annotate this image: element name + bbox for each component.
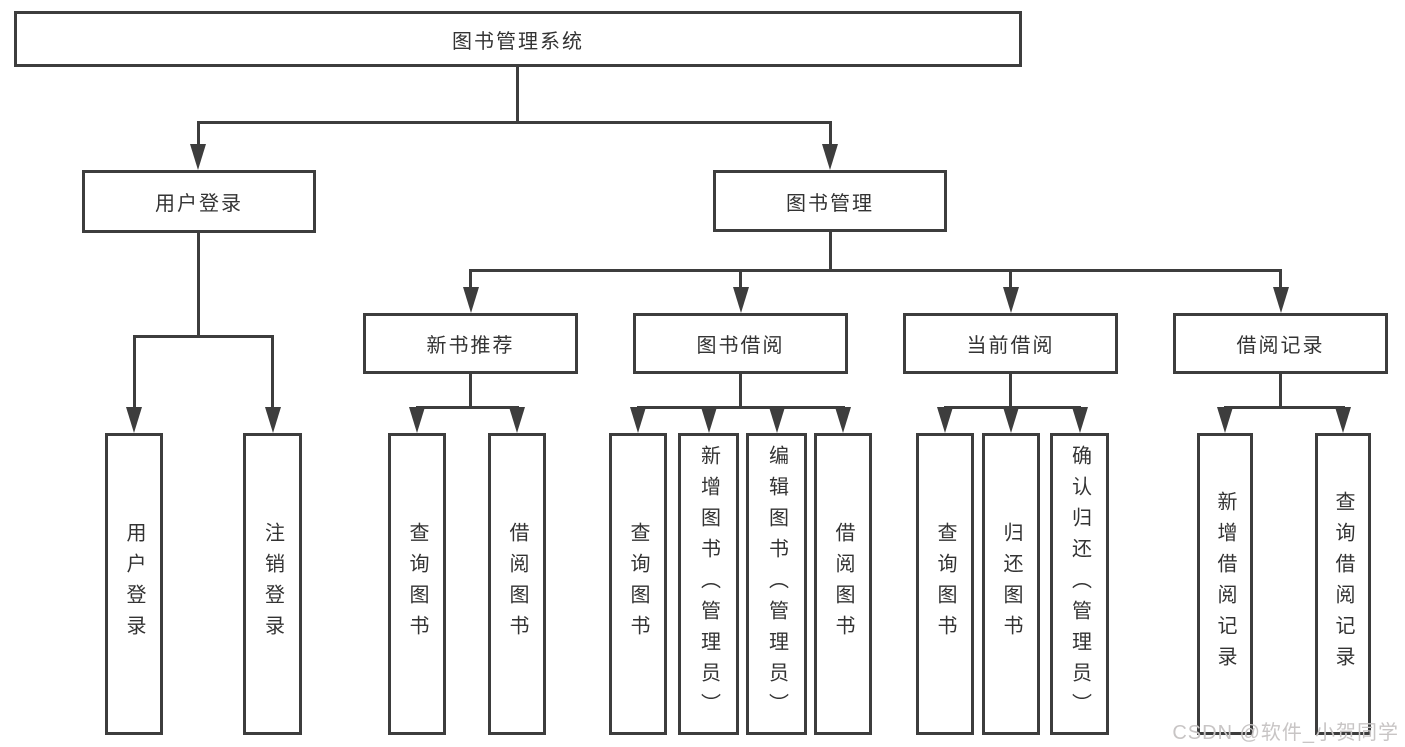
arrowhead-icon <box>700 407 717 433</box>
arrowhead-icon <box>1003 407 1019 433</box>
node-label: 借阅图书 <box>506 522 528 646</box>
node-label: 借阅记录 <box>1236 335 1325 357</box>
leaf-borrow-books-recommend: 借阅图书 <box>488 433 546 735</box>
connector-line <box>196 122 200 150</box>
leaf-return-books: 归还图书 <box>982 433 1040 735</box>
connector-line <box>132 336 136 413</box>
connector-line <box>196 120 832 124</box>
node-borrowing-records: 借阅记录 <box>1173 313 1388 374</box>
node-label: 图书管理 <box>786 192 874 215</box>
connector-line <box>1009 270 1012 293</box>
node-label: 图书管理系统 <box>452 30 584 53</box>
node-label: 查询图书 <box>627 522 649 646</box>
node-label: 当前借阅 <box>966 335 1055 357</box>
leaf-add-books-admin: 新增图书（管理员） <box>678 433 739 735</box>
arrowhead-icon <box>822 144 838 170</box>
leaf-query-books-borrowing: 查询图书 <box>609 433 667 735</box>
node-label: 编辑图书（管理员） <box>765 444 788 724</box>
node-label: 新增图书（管理员） <box>697 444 720 724</box>
node-library-management-system: 图书管理系统 <box>14 11 1022 67</box>
arrowhead-icon <box>1272 287 1289 313</box>
node-book-borrowing: 图书借阅 <box>633 313 848 374</box>
node-user-login-branch: 用户登录 <box>82 170 316 233</box>
arrowhead-icon <box>509 407 525 433</box>
leaf-user-login: 用户登录 <box>105 433 163 735</box>
connector-line <box>469 374 472 409</box>
node-label: 归还图书 <box>1000 522 1022 646</box>
connector-line <box>271 336 274 413</box>
arrowhead-icon <box>264 407 281 433</box>
arrowhead-icon <box>190 144 206 170</box>
leaf-edit-books-admin: 编辑图书（管理员） <box>746 433 807 735</box>
connector-line <box>1279 374 1282 409</box>
arrowhead-icon <box>1002 287 1019 313</box>
arrowhead-icon <box>937 407 953 433</box>
arrowhead-icon <box>1335 407 1351 433</box>
node-label: 新书推荐 <box>426 335 515 357</box>
connector-line <box>415 405 519 409</box>
arrowhead-icon <box>835 407 851 433</box>
leaf-logout: 注销登录 <box>243 433 302 735</box>
arrowhead-icon <box>768 407 785 433</box>
leaf-confirm-return-admin: 确认归还（管理员） <box>1050 433 1109 735</box>
leaf-query-borrow-record: 查询借阅记录 <box>1315 433 1371 735</box>
node-new-book-recommendation: 新书推荐 <box>363 313 578 374</box>
node-label: 确认归还（管理员） <box>1068 444 1091 724</box>
connector-line <box>132 334 274 338</box>
connector-line <box>828 122 832 150</box>
arrowhead-icon <box>409 407 425 433</box>
connector-line <box>196 233 200 338</box>
node-label: 注销登录 <box>261 522 284 646</box>
connector-line <box>739 374 742 409</box>
connector-line <box>1279 270 1282 293</box>
connector-line <box>469 268 1282 272</box>
node-label: 查询图书 <box>406 522 428 646</box>
node-label: 图书借阅 <box>696 335 785 357</box>
arrowhead-icon <box>732 287 749 313</box>
node-book-management-branch: 图书管理 <box>713 170 947 232</box>
connector-line <box>828 232 832 272</box>
leaf-borrow-books: 借阅图书 <box>814 433 872 735</box>
node-label: 用户登录 <box>155 193 243 215</box>
node-label: 查询借阅记录 <box>1332 491 1354 677</box>
node-label: 借阅图书 <box>832 522 854 646</box>
arrowhead-icon <box>630 407 646 433</box>
connector-line <box>739 270 742 293</box>
arrowhead-icon <box>126 407 142 433</box>
node-label: 查询图书 <box>934 522 956 646</box>
node-label: 新增借阅记录 <box>1214 491 1236 677</box>
connector-line <box>1223 405 1345 409</box>
arrowhead-icon <box>1217 407 1233 433</box>
node-current-borrowing: 当前借阅 <box>903 313 1118 374</box>
connector-line <box>516 67 519 124</box>
connector-line <box>1009 374 1012 409</box>
connector-line <box>636 405 845 409</box>
leaf-add-borrow-record: 新增借阅记录 <box>1197 433 1253 735</box>
csdn-watermark: CSDN @软件_小贺同学 <box>1172 722 1399 744</box>
leaf-query-books-recommend: 查询图书 <box>388 433 446 735</box>
node-label: 用户登录 <box>123 522 145 646</box>
arrowhead-icon <box>1071 407 1088 433</box>
connector-line <box>469 270 472 293</box>
leaf-query-books-current: 查询图书 <box>916 433 974 735</box>
arrowhead-icon <box>462 287 479 313</box>
